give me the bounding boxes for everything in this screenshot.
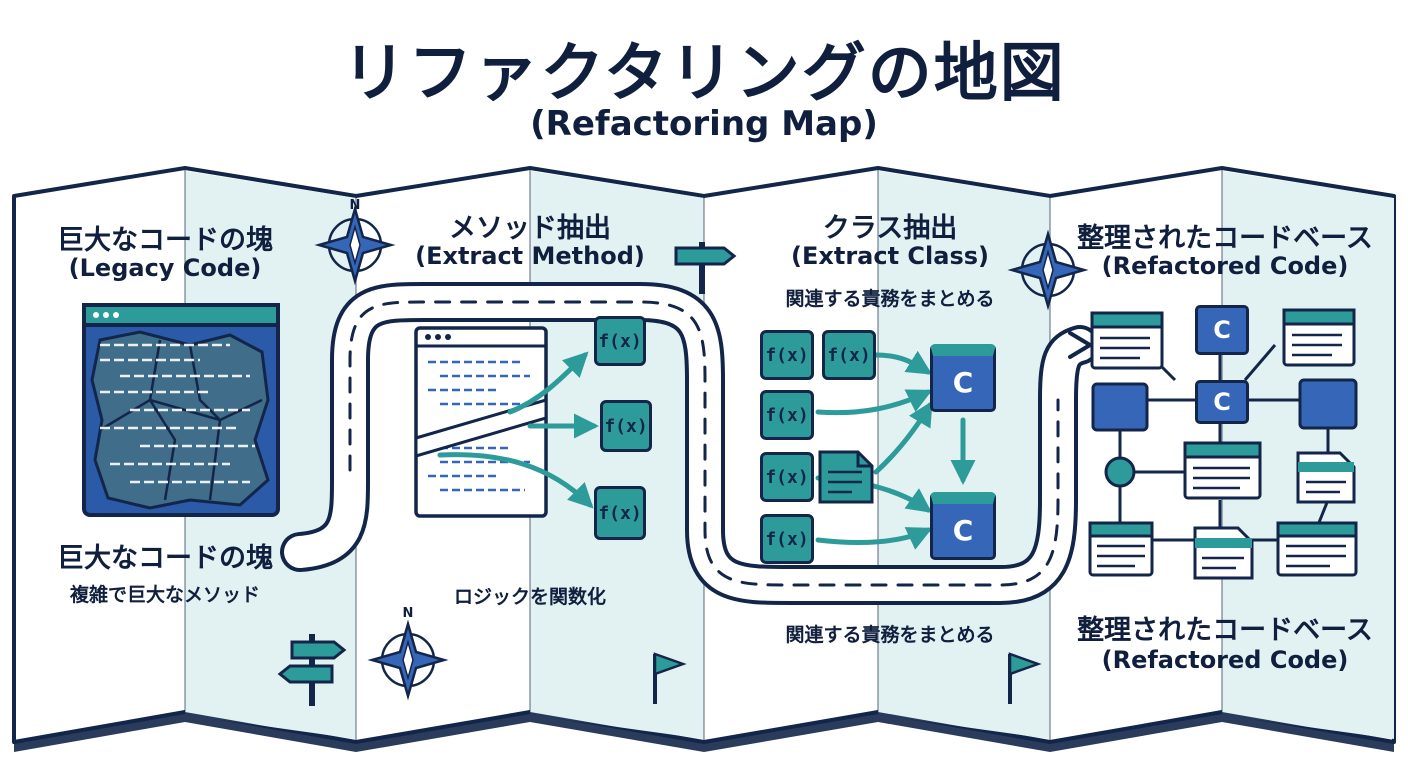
legacy-heading-en: (Legacy Code) [68, 254, 262, 282]
function-label: f(x) [598, 330, 642, 352]
function-box: f(x) [760, 452, 814, 502]
flag-icon [1008, 652, 1042, 704]
signpost-icon [277, 634, 347, 706]
compass-north-label: N [402, 606, 414, 621]
extract-method-note: ロジックを関数化 [453, 586, 606, 608]
function-box: f(x) [760, 514, 814, 564]
compass-icon [1007, 229, 1089, 311]
compass-north-label: N [349, 198, 361, 213]
extract-class-heading-en: (Extract Class) [791, 242, 989, 270]
function-label: f(x) [765, 528, 809, 550]
extract-class-heading: クラス抽出 [822, 213, 958, 244]
extract-class-note-bottom: 関連する責務をまとめる [785, 624, 995, 646]
refactored-heading-en: (Refactored Code) [1101, 252, 1349, 280]
class-box: C [930, 344, 996, 412]
function-label: f(x) [604, 415, 648, 437]
class-box: C [930, 492, 996, 560]
page-subtitle: (Refactoring Map) [530, 104, 878, 144]
extract-method-heading: メソッド抽出 [449, 213, 611, 244]
refactored-caption-en: (Refactored Code) [1101, 646, 1349, 674]
function-box: f(x) [594, 486, 646, 540]
function-label: f(x) [765, 404, 809, 426]
extract-method-heading-en: (Extract Method) [415, 242, 645, 270]
extract-class-note-top: 関連する責務をまとめる [785, 288, 995, 310]
compass-icon [367, 619, 449, 701]
class-label: C [952, 514, 974, 547]
method-arrows [437, 351, 599, 509]
refactored-heading: 整理されたコードベース [1077, 223, 1373, 254]
function-label: f(x) [827, 344, 871, 366]
flag-icon [653, 652, 687, 704]
function-label: f(x) [765, 344, 809, 366]
method-code-window [414, 326, 548, 518]
road-path [280, 281, 1100, 605]
legacy-heading: 巨大なコードの塊 [57, 225, 273, 256]
function-box: f(x) [760, 390, 814, 440]
refactored-caption: 整理されたコードベース [1077, 615, 1373, 646]
page-title: リファクタリングの地図 [342, 37, 1066, 111]
compass-icon [314, 204, 396, 286]
legacy-note: 複雑で巨大なメソッド [69, 584, 260, 606]
function-box: f(x) [600, 400, 652, 452]
refactored-network [1088, 308, 1358, 580]
class-box: C [1195, 380, 1249, 424]
function-box: f(x) [594, 316, 646, 366]
function-label: f(x) [765, 466, 809, 488]
class-label: C [1213, 388, 1231, 416]
document-icon [818, 450, 874, 504]
function-box: f(x) [760, 330, 814, 380]
function-label: f(x) [598, 502, 642, 524]
function-box: f(x) [822, 330, 876, 380]
class-arrows [815, 350, 976, 550]
class-label: C [952, 366, 974, 399]
class-box: C [1195, 305, 1249, 355]
class-label: C [1213, 316, 1231, 344]
signpost-icon [674, 242, 737, 294]
legacy-caption: 巨大なコードの塊 [57, 543, 273, 574]
legacy-code-window [82, 303, 280, 517]
